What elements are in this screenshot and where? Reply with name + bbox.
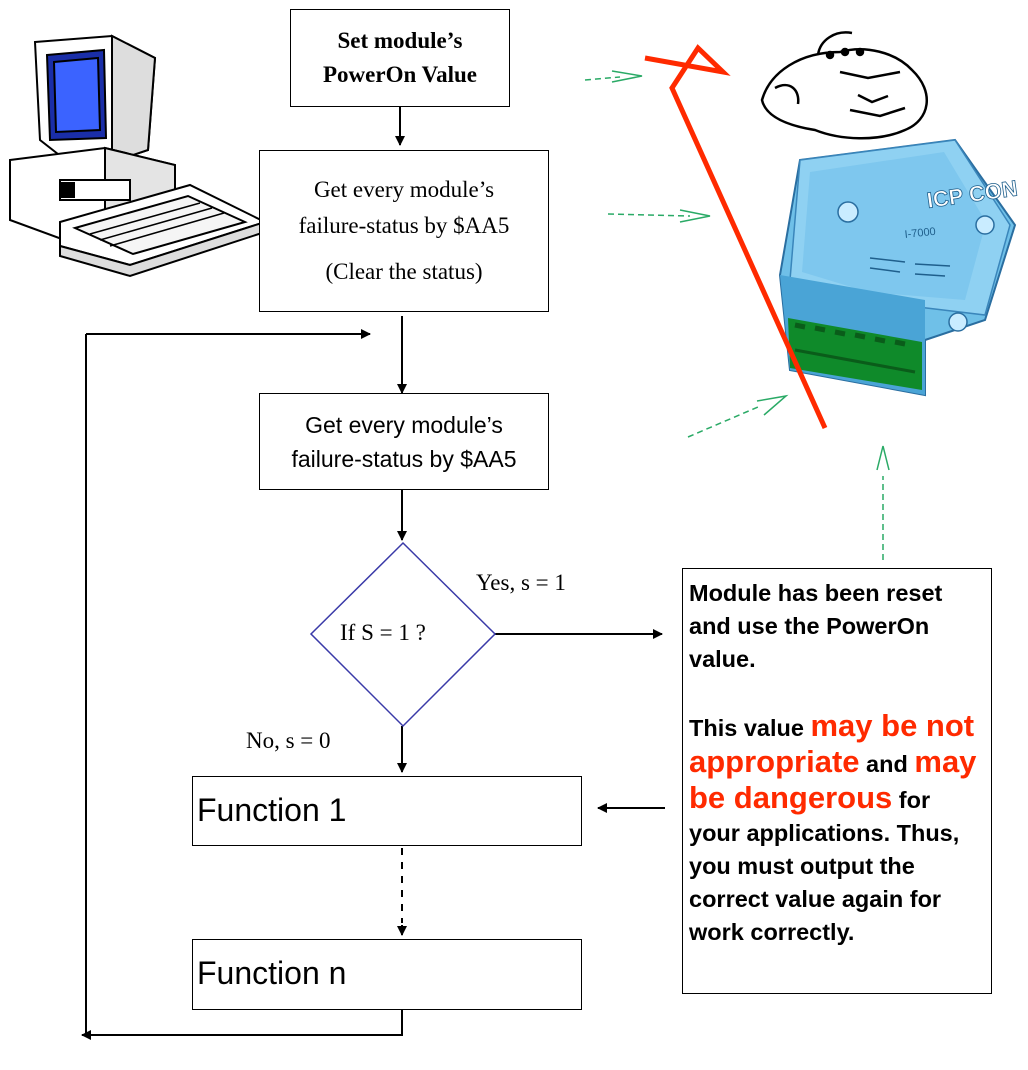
yes-branch-label: Yes, s = 1 <box>476 570 566 595</box>
note-text-e: for your applications. Thus, you must ou… <box>689 787 960 945</box>
note-text-a: This value <box>689 715 811 741</box>
bulldog-illustration <box>760 31 928 140</box>
icpcon-device-illustration <box>778 138 1017 397</box>
note-paragraph-1: Module has been reset and use the PowerO… <box>689 580 943 672</box>
note-highlight-1: may be not appropriate <box>689 708 975 779</box>
dashed-green-arrows <box>584 70 890 560</box>
device-model-text: I-7000 <box>904 226 936 241</box>
decision-diamond <box>309 541 497 728</box>
function-1-label: Function 1 <box>197 792 347 828</box>
function-n-box: Function n <box>192 939 582 1010</box>
get-status-clear-line1: Get every module’s <box>313 177 495 202</box>
note-text-c: and <box>859 751 915 777</box>
get-status-clear-line3: (Clear the status) <box>325 259 483 284</box>
get-status-line1: Get every module’s <box>305 411 503 438</box>
set-poweron-line2: PowerOn Value <box>323 62 477 87</box>
no-branch-label: No, s = 0 <box>246 728 331 753</box>
note-paragraph-2: This value may be not appropriate and ma… <box>689 709 987 949</box>
note-highlight-2: may be dangerous <box>689 744 977 815</box>
decision-label: If S = 1 ? <box>340 620 426 645</box>
warning-note-box: Module has been reset and use the PowerO… <box>682 568 992 994</box>
function-1-box: Function 1 <box>192 776 582 846</box>
get-status-box: Get every module’s failure-status by $AA… <box>259 393 549 490</box>
set-poweron-line1: Set module’s <box>337 28 463 53</box>
red-lightning-bolt <box>644 44 828 430</box>
set-poweron-box: Set module’s PowerOn Value <box>290 9 510 107</box>
flow-connectors <box>81 107 665 1040</box>
function-n-label: Function n <box>197 955 347 991</box>
get-status-line2: failure-status by $AA5 <box>291 445 517 472</box>
get-status-clear-box: Get every module’s failure-status by $AA… <box>259 150 549 312</box>
get-status-clear-line2: failure-status by $AA5 <box>298 213 510 238</box>
computer-illustration <box>9 34 268 278</box>
